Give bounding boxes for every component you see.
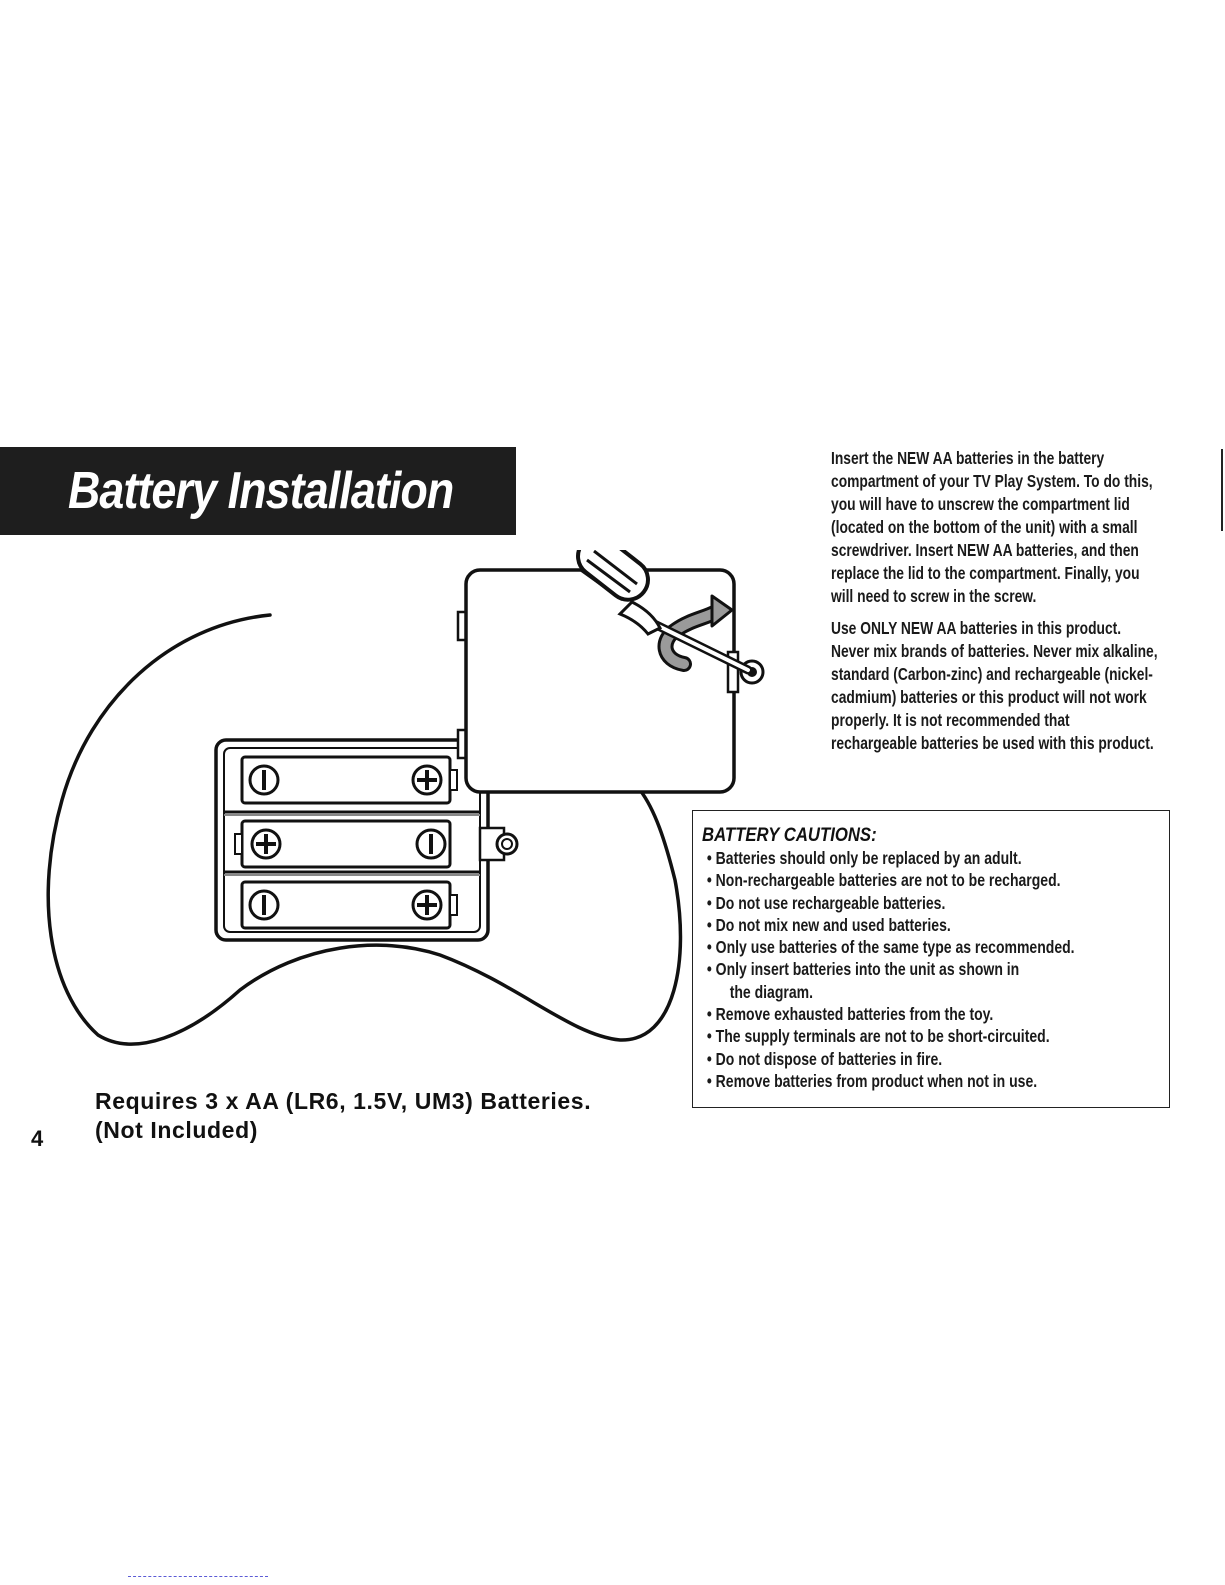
instructions-paragraph-1: Insert the NEW AA batteries in the batte… <box>831 448 1153 606</box>
controller-outline <box>46 613 683 1046</box>
caution-item: • Only insert batteries into the unit as… <box>702 958 1142 1003</box>
aa-battery <box>234 819 452 869</box>
page-number: 4 <box>31 1126 44 1151</box>
battery-requirement-line: Requires 3 x AA (LR6, 1.5V, UM3) Batteri… <box>95 1088 592 1114</box>
page-title: Battery Installation <box>68 462 454 520</box>
caution-item: • Do not mix new and used batteries. <box>706 914 951 935</box>
caution-item: • Do not use rechargeable batteries. <box>706 892 946 913</box>
caution-item-continuation: the diagram. <box>729 981 814 1002</box>
caution-item: • Remove batteries from product when not… <box>706 1070 1038 1091</box>
footer-rule <box>128 1576 268 1578</box>
compartment-lid <box>456 568 740 794</box>
aa-battery <box>240 880 458 930</box>
caution-item: • Remove exhausted batteries from the to… <box>706 1004 994 1025</box>
caution-item-text: • Only insert batteries into the unit as… <box>706 959 1020 980</box>
battery-installation-diagram <box>46 550 765 1046</box>
aa-battery <box>240 755 458 805</box>
cautions-title: BATTERY CAUTIONS: <box>702 825 877 846</box>
battery-requirements: Requires 3 x AA (LR6, 1.5V, UM3) Batteri… <box>95 1087 695 1145</box>
batteries-not-included: (Not Included) <box>95 1117 258 1143</box>
screwdriver-icon <box>576 550 753 675</box>
caution-item: • The supply terminals are not to be sho… <box>706 1026 1050 1047</box>
caution-item: • Batteries should only be replaced by a… <box>706 848 1022 868</box>
caution-item: • Only use batteries of the same type as… <box>706 937 1075 958</box>
caution-item: • Non-rechargeable batteries are not to … <box>706 870 1061 891</box>
instructions-text: Insert the NEW AA batteries in the batte… <box>831 447 1158 755</box>
caution-item: • Do not dispose of batteries in fire. <box>706 1048 943 1069</box>
title-banner: Battery Installation <box>0 447 516 535</box>
cautions-list: • Batteries should only be replaced by a… <box>702 847 1142 1092</box>
battery-cautions-box: BATTERY CAUTIONS: • Batteries should onl… <box>692 810 1170 1108</box>
instructions-paragraph-2: Use ONLY NEW AA batteries in this produc… <box>831 618 1158 753</box>
edge-rule <box>1221 449 1223 531</box>
